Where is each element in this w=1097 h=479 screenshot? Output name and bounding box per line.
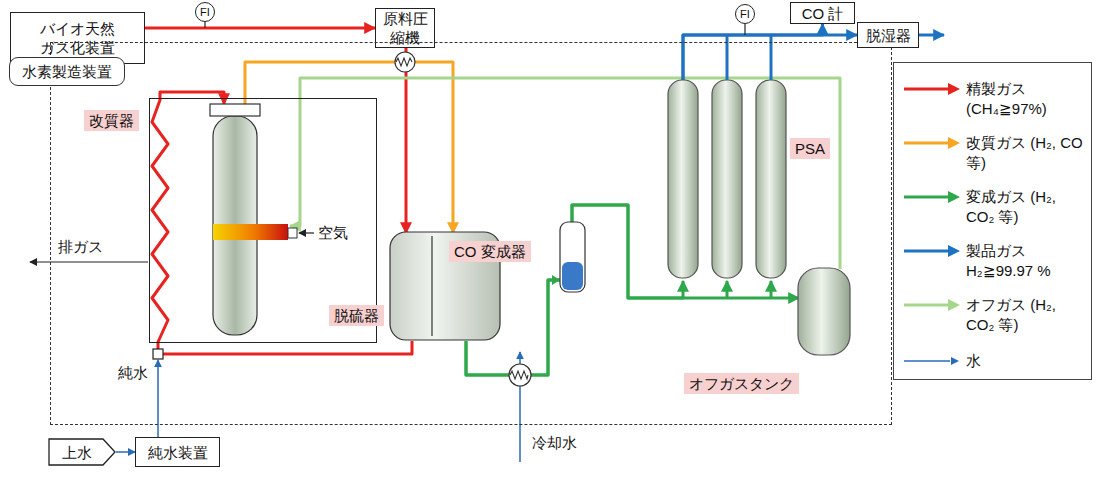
node-label: 原料圧縮機: [378, 9, 432, 47]
legend-row: 変成ガス (H₂, CO₂ 等): [894, 187, 1091, 231]
air-label: 空気: [316, 224, 350, 242]
offgas-tank-shape: [798, 268, 850, 355]
flow-line: [245, 62, 453, 233]
exhaust-label: 排ガス: [56, 238, 105, 256]
mixing-junction: [153, 349, 163, 359]
node-label: 脱硫器: [329, 305, 384, 326]
flow-line: [157, 360, 159, 437]
legend-text: 改質ガス (H₂, CO 等): [966, 133, 1086, 173]
legend-text: 水: [966, 351, 1086, 371]
legend-row: 改質ガス (H₂, CO 等): [894, 133, 1091, 177]
legend-text: 精製ガス (CH₄≧97%): [966, 79, 1086, 119]
psa-unit: PSA: [666, 79, 791, 281]
flow-indicator: FI: [735, 4, 755, 24]
legend-row: オフガス (H₂, CO₂ 等): [894, 295, 1091, 339]
pure-water-label: 純水: [116, 364, 150, 382]
exhaust-arrow: [30, 261, 148, 262]
legend-swatch: [904, 244, 960, 258]
psa-columns: [668, 80, 786, 278]
flow-line: [405, 48, 408, 233]
node-label: PSA: [790, 138, 830, 159]
legend-text: オフガス (H₂, CO₂ 等): [966, 295, 1086, 335]
node-label: 純水装置: [148, 443, 208, 462]
legend-swatch: [904, 82, 960, 96]
node-label: 脱湿器: [866, 26, 911, 45]
flow-line: [683, 24, 823, 81]
legend-row: 製品ガス H₂≧99.97 %: [894, 241, 1091, 285]
heat-exchanger-symbol: [395, 52, 531, 386]
flow-line: [466, 205, 799, 375]
separator-drum: [552, 222, 585, 292]
legend-row: 精製ガス (CH₄≧97%): [894, 79, 1091, 123]
legend-swatch: [904, 354, 960, 368]
flow-line: [152, 92, 412, 354]
desulfurizer: 脱硫器: [391, 233, 433, 341]
air-arrow: [299, 232, 314, 233]
legend-swatch: [904, 298, 960, 312]
product-outlet-arrow: [919, 34, 944, 37]
reformer-tube: [210, 104, 297, 335]
plant-boundary: 改質器脱硫器CO 変成器PSAオフガスタンク水素製造装置: [50, 42, 892, 425]
cooling-water-label: 冷却水: [530, 434, 579, 452]
node-label: オフガスタンク: [684, 373, 799, 394]
node-label: CO 変成器: [449, 241, 531, 262]
flow-indicator: FI: [195, 2, 215, 22]
water-supply-tag: 上水: [48, 438, 116, 466]
shift-converter: CO 変成器: [433, 233, 501, 341]
offgas-tank: オフガスタンク: [799, 269, 851, 356]
legend-text: 製品ガス H₂≧99.97 %: [966, 241, 1086, 281]
node-label: 改質器: [84, 110, 139, 131]
pure-water-box: 純水装置: [135, 437, 220, 467]
compressor-box: 原料圧縮機: [375, 8, 435, 48]
node-label: CO 計: [802, 4, 844, 23]
legend-box: 精製ガス (CH₄≧97%) 改質ガス (H₂, CO 等) 変成ガス (H₂, C…: [893, 62, 1092, 380]
legend-swatch: [904, 136, 960, 150]
legend-row: 水: [894, 351, 1091, 395]
flow-line: [145, 27, 375, 30]
region-title: 水素製造装置: [9, 57, 125, 86]
co-meter-box: CO 計: [790, 2, 855, 24]
legend-swatch: [904, 190, 960, 204]
instrument-stem: [204, 22, 205, 28]
legend-text: 変成ガス (H₂, CO₂ 等): [966, 187, 1086, 227]
node-label: バイオ天然ガス化装置: [35, 19, 120, 57]
dehumidifier-box: 脱湿器: [857, 22, 919, 48]
flow-line: [116, 451, 135, 453]
branch-arrow: [726, 281, 729, 298]
branch-arrow: [770, 281, 773, 298]
node-label: 上水: [62, 443, 92, 462]
instrument-stem: [744, 24, 745, 35]
